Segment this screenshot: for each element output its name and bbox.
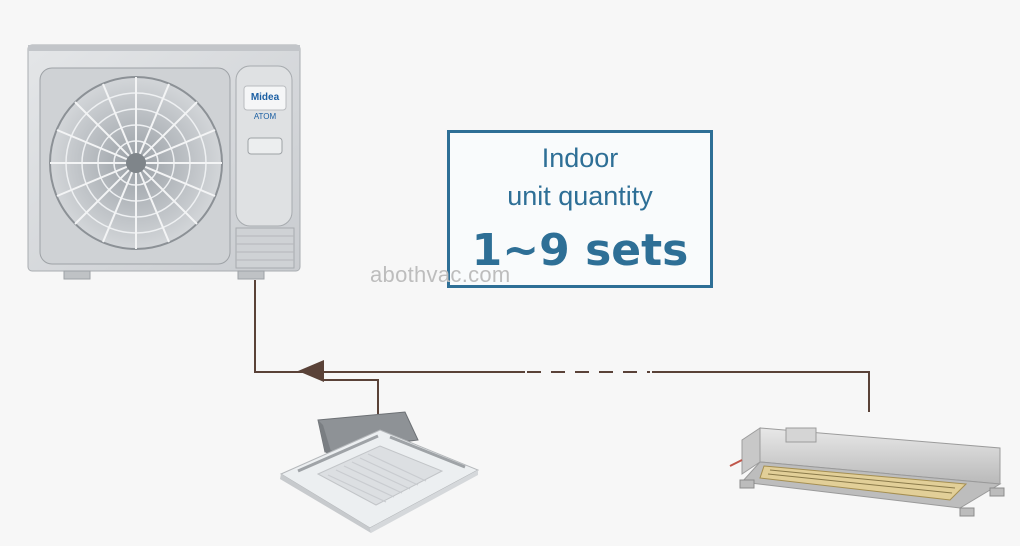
info-line-unit-quantity: unit quantity (507, 181, 653, 211)
watermark: abothvac.com (370, 262, 511, 287)
series-label: ATOM (254, 112, 277, 121)
brand-logo: Midea (251, 92, 280, 103)
refrigerant-piping (254, 280, 870, 414)
service-valve-cover (235, 227, 295, 269)
quantity-value: 1~9 sets (471, 225, 689, 276)
fan-grille (39, 67, 231, 265)
indoor-quantity-box: Indoor unit quantity 1~9 sets (447, 130, 713, 288)
outdoor-unit: Midea ATOM (27, 44, 301, 280)
info-line-indoor: Indoor (541, 143, 619, 173)
control-panel: Midea ATOM (235, 65, 293, 227)
main-pipe (254, 280, 525, 373)
flow-arrow-icon (298, 360, 324, 382)
cassette-unit (279, 411, 480, 533)
duct-branch-pipe (652, 371, 870, 412)
duct-unit (729, 427, 1005, 517)
cassette-branch-pipe (322, 379, 379, 414)
